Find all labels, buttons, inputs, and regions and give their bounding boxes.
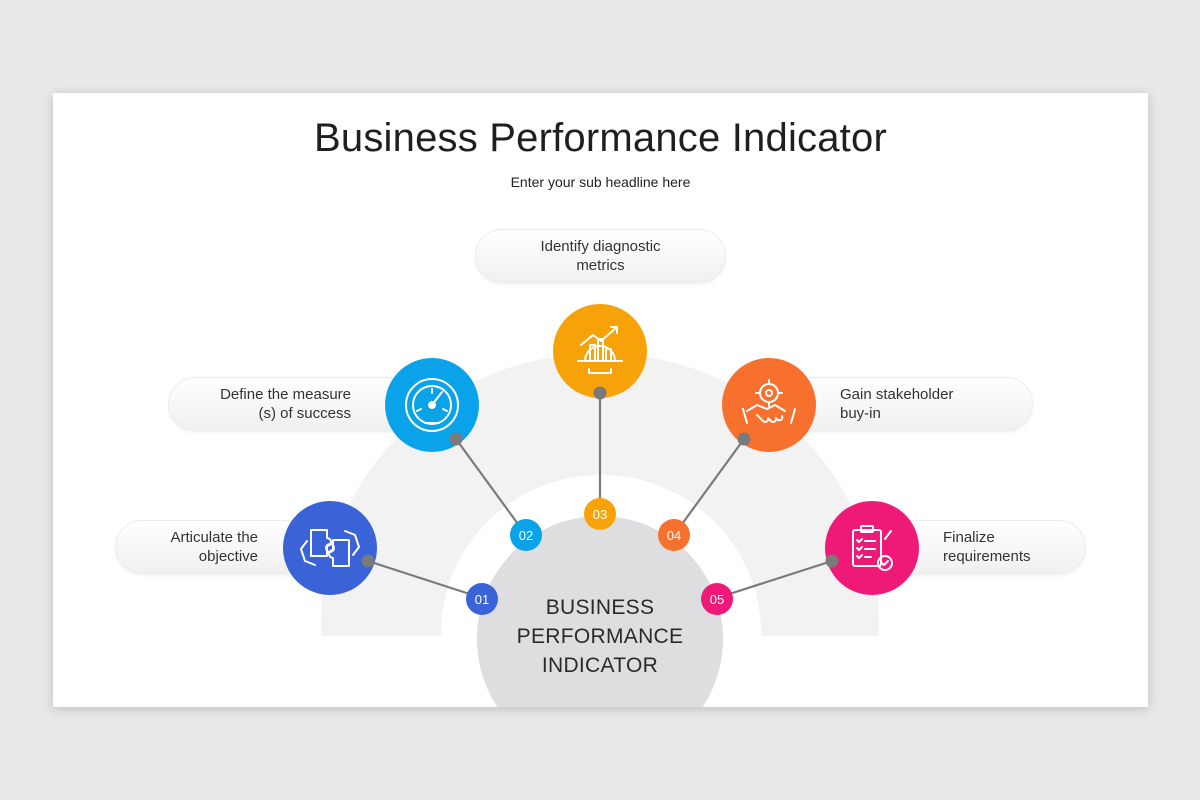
slide: Business Performance Indicator Enter you… — [53, 93, 1148, 707]
connector-5 — [716, 559, 833, 600]
diagram-canvas: 01 02 03 04 05 — [283, 304, 919, 707]
slide-title: Business Performance Indicator — [314, 116, 887, 160]
step-2-icon-circle — [385, 358, 479, 452]
slide-subtitle: Enter your sub headline here — [510, 174, 691, 190]
puzzle-hands-icon — [300, 529, 360, 567]
step-5-icon-circle — [825, 501, 919, 595]
connector-2-end-dot — [449, 432, 463, 446]
connector-4 — [673, 438, 745, 536]
step-2-number-badge — [510, 519, 542, 551]
step-3-label-pill: Identify diagnostic metrics — [475, 229, 726, 283]
handshake-gear-icon — [742, 379, 796, 424]
center-label-line3: INDICATOR — [541, 654, 659, 677]
connector-5-end-dot — [825, 554, 839, 568]
step-3-icon-circle — [553, 304, 647, 398]
connector-3-end-dot — [593, 386, 607, 400]
connector-4-end-dot — [737, 432, 751, 446]
step-1-icon-circle — [283, 501, 377, 595]
step-4-number-badge — [658, 519, 690, 551]
step-1-number-badge — [466, 583, 498, 615]
step-2-label-line2: (s) of success — [258, 405, 351, 422]
step-4-label-line2: buy-in — [840, 405, 881, 422]
step-1-number: 01 — [475, 592, 489, 607]
step-3-number-badge — [584, 498, 616, 530]
connector-1-end-dot — [361, 554, 375, 568]
center-label-line1: BUSINESS — [545, 596, 655, 619]
step-4-icon-circle — [722, 358, 816, 452]
step-2-label: Define the measure — [220, 386, 351, 403]
connector-1 — [367, 559, 483, 600]
step-1-label: Articulate the — [170, 529, 258, 546]
step-3-label: Identify diagnostic — [540, 238, 661, 255]
speedometer-icon — [405, 378, 459, 432]
step-2-number: 02 — [519, 528, 533, 543]
step-5-number-badge — [701, 583, 733, 615]
clipboard-checklist-icon — [852, 525, 893, 571]
step-5-number: 05 — [710, 592, 724, 607]
center-label-line2: PERFORMANCE — [516, 625, 684, 648]
step-5-label-line2: requirements — [943, 548, 1031, 565]
connector-2 — [455, 438, 527, 536]
chart-gear-icon — [577, 326, 623, 374]
step-1-label-line2: objective — [198, 548, 258, 565]
step-4-label: Gain stakeholder — [840, 386, 954, 403]
step-3-number: 03 — [593, 507, 607, 522]
center-label: BUSINESS PERFORMANCE INDICATOR — [500, 593, 700, 680]
step-4-number: 04 — [667, 528, 681, 543]
center-circle — [477, 516, 723, 707]
step-5-label: Finalize — [943, 529, 995, 546]
step-3-label-line2: metrics — [576, 257, 625, 274]
